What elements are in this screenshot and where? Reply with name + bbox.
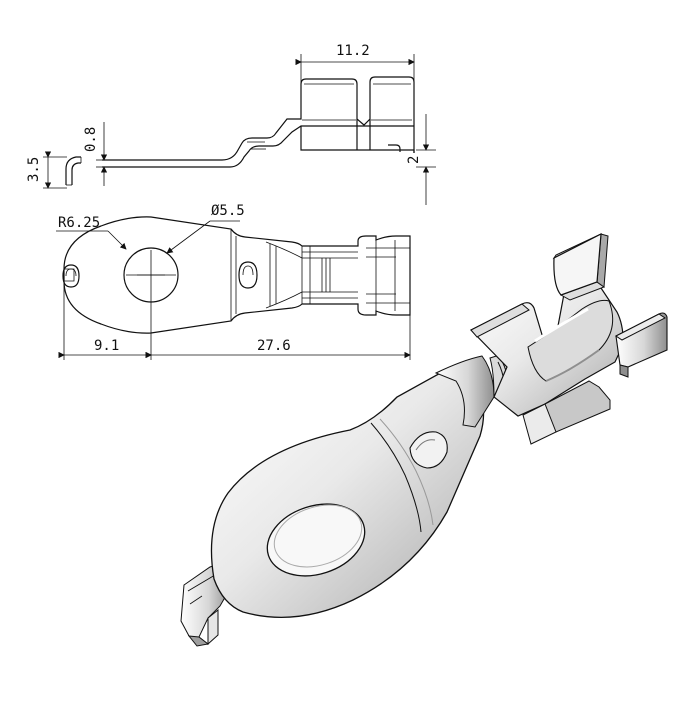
dim-total-height: 3.5 — [26, 157, 42, 182]
side-view: 11.2 0.8 3.5 2 — [26, 43, 436, 205]
isometric-terminal-render — [180, 232, 668, 647]
top-view: R6.25 Ø5.5 9.1 27.6 — [56, 203, 411, 360]
dim-right-height: 2 — [406, 156, 422, 164]
dim-main-length: 27.6 — [257, 338, 291, 354]
dim-hole-diameter: Ø5.5 — [211, 203, 245, 219]
dim-thickness: 0.8 — [83, 127, 99, 152]
dim-left-length: 9.1 — [94, 338, 119, 354]
dim-radius: R6.25 — [58, 215, 100, 231]
dim-top-width: 11.2 — [336, 43, 370, 59]
